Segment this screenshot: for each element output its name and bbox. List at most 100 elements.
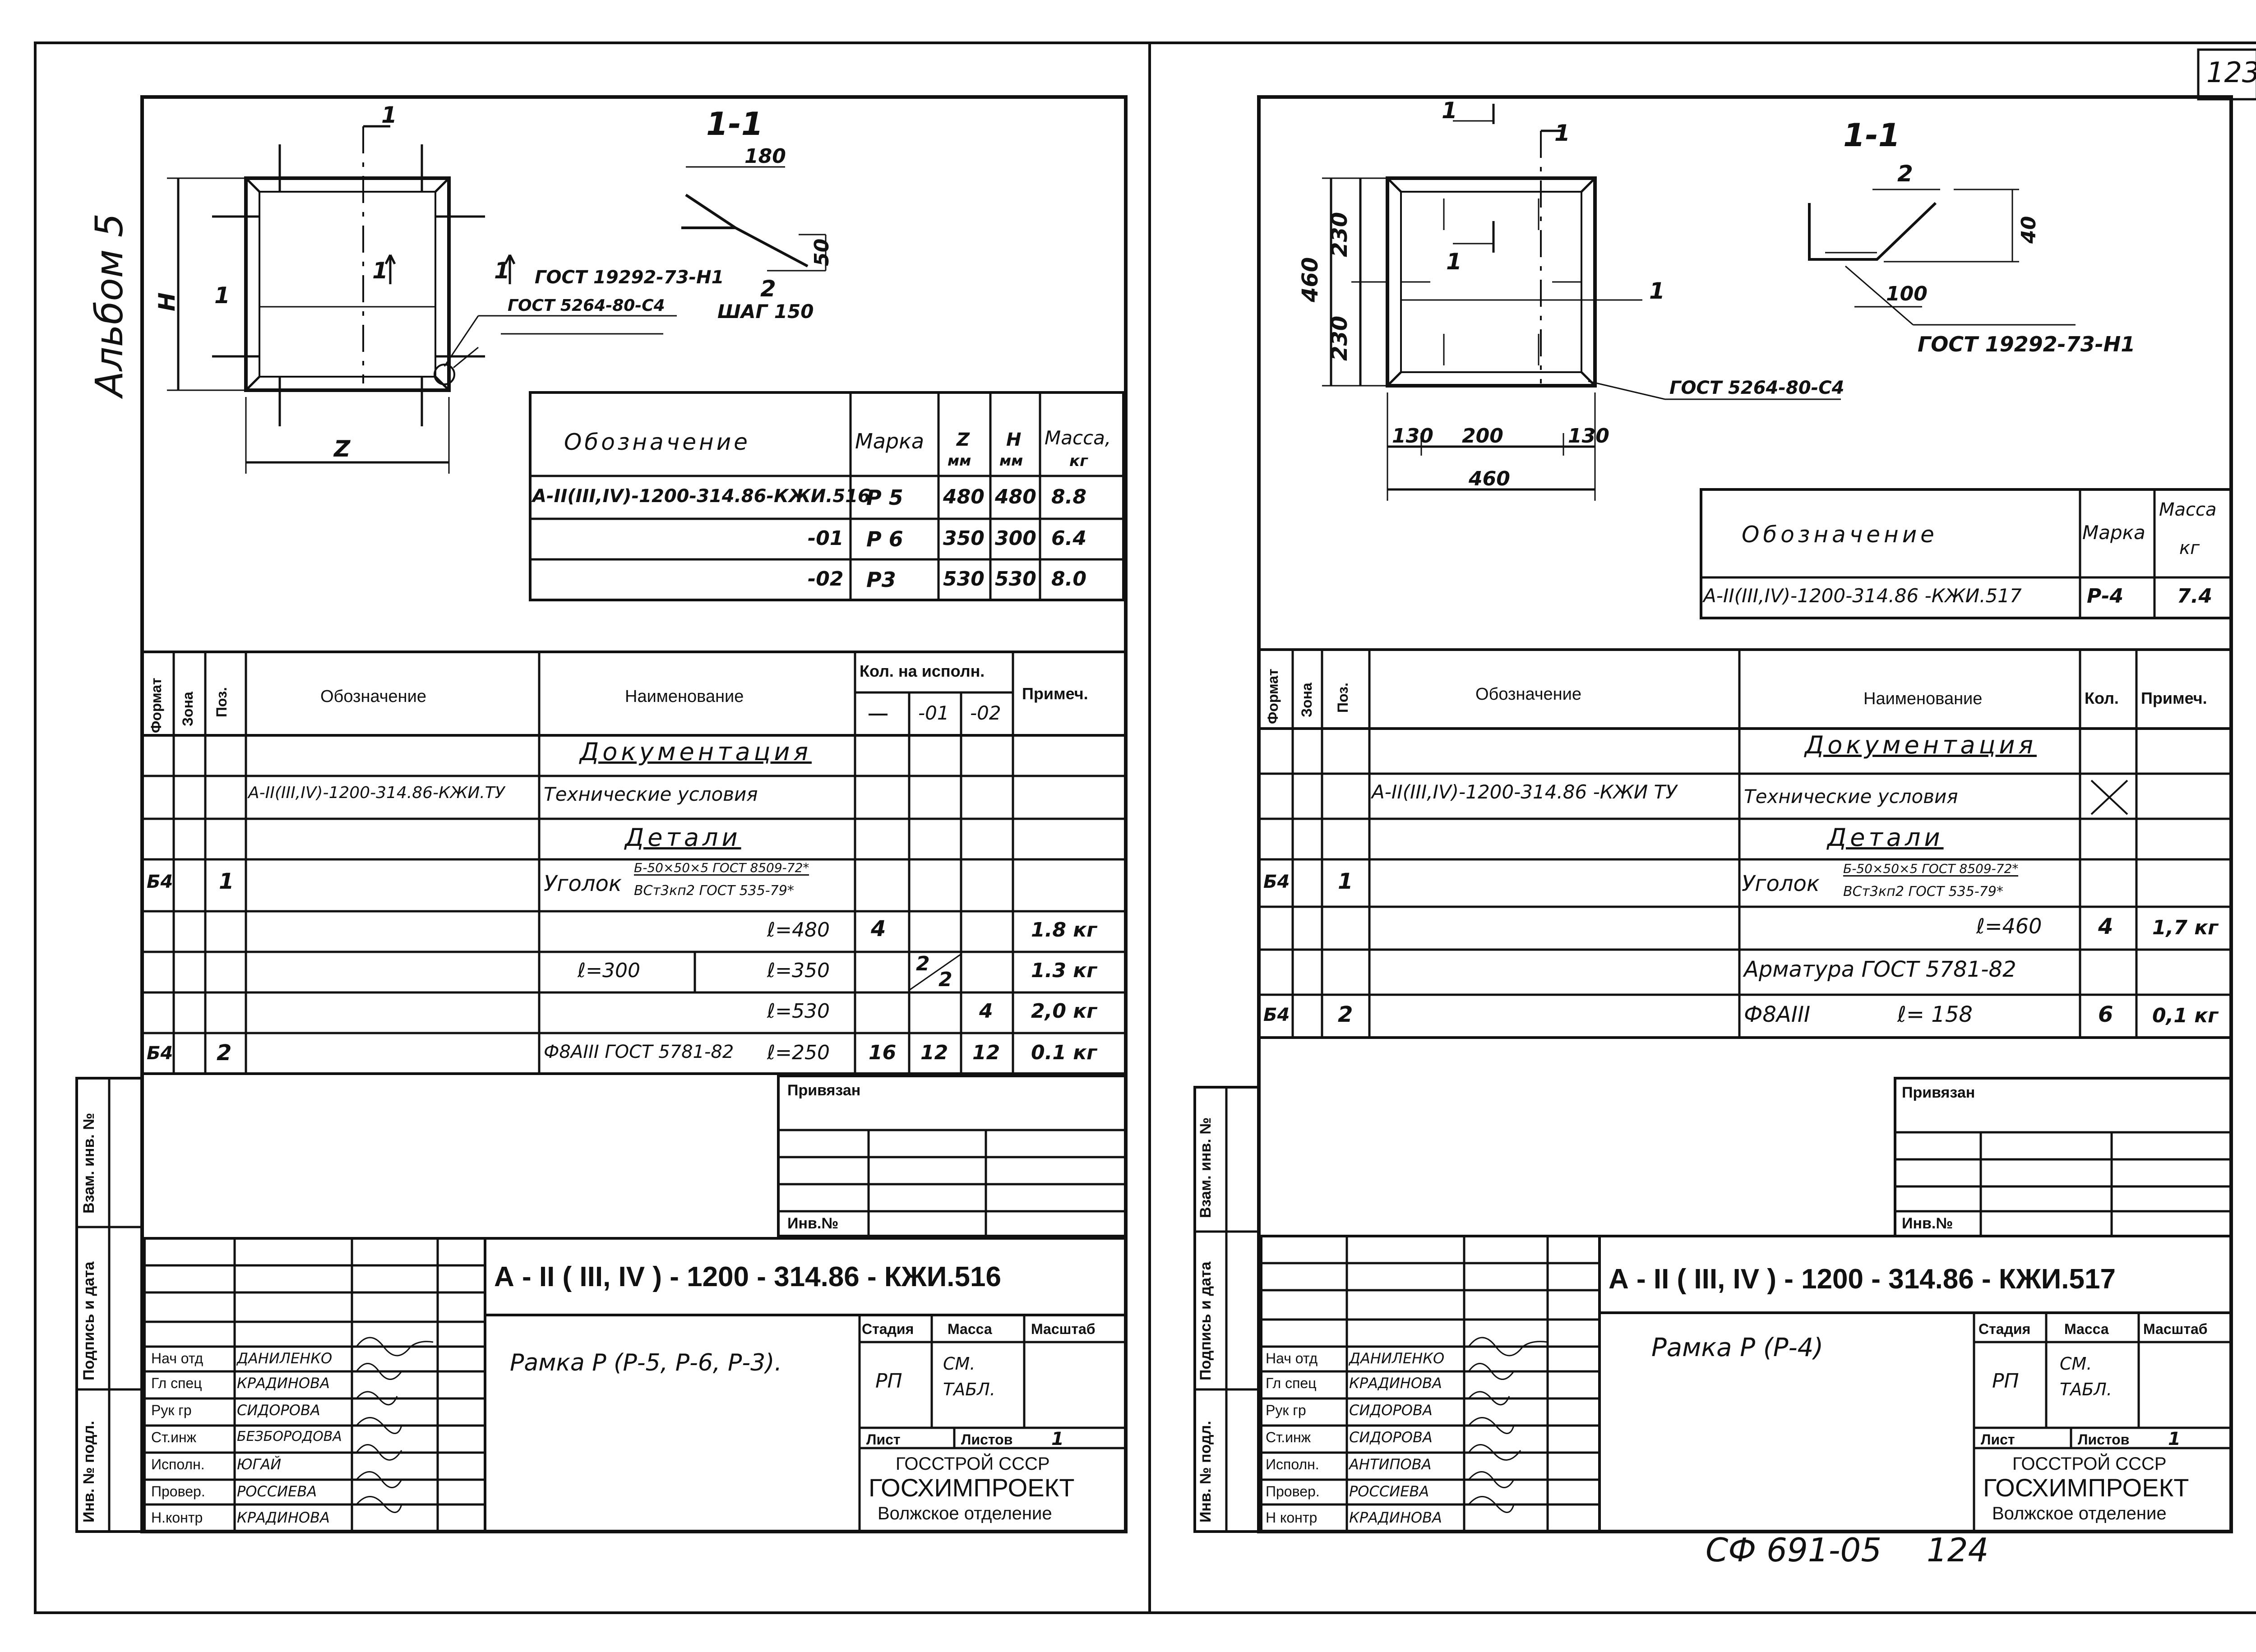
s1-mt-r2-massa: 8.0 bbox=[1051, 568, 1086, 591]
s1-mt-r1-h: 300 bbox=[995, 527, 1036, 550]
s1-dim-z: Z bbox=[334, 436, 351, 462]
footer-code: СФ 691-05 bbox=[1706, 1531, 1882, 1569]
s1-gost-weld: ГОСТ 5264-80-С4 bbox=[508, 296, 665, 315]
s1-mt-r2-z: 530 bbox=[943, 568, 985, 591]
s2-sp-doc: Документация bbox=[1805, 731, 2037, 759]
s2-side-vzam: Взам. инв. № bbox=[1197, 1117, 1214, 1218]
s1-dim-h: H bbox=[154, 292, 180, 311]
s2-sp-ugolok: Уголок bbox=[1742, 871, 1820, 896]
s1-side-vzam: Взам. инв. № bbox=[80, 1112, 97, 1214]
s2-stamp-title: Рамка Р (Р-4) bbox=[1651, 1333, 1824, 1362]
s2-name-5: РОССИЕВА bbox=[1349, 1483, 1429, 1500]
s2-gost-angle: ГОСТ 19292-73-Н1 bbox=[1918, 332, 2136, 356]
s1-sp-l300: ℓ=300 bbox=[578, 959, 641, 982]
s2-sp-fmt2: Б4 bbox=[1263, 1005, 1290, 1025]
s2-label-1a: 1 bbox=[1442, 97, 1457, 124]
s1-mt-h-kg: кг bbox=[1069, 452, 1088, 470]
s1-sp-h-naim: Наименование bbox=[625, 687, 744, 706]
s2-section-label: 1-1 bbox=[1843, 117, 1900, 154]
s1-mt-h-h: H bbox=[1006, 429, 1022, 450]
s2-name-6: КРАДИНОВА bbox=[1349, 1509, 1442, 1526]
s1-mt-r0-h: 480 bbox=[995, 485, 1036, 508]
s1-sp-m350: 1.3 кг bbox=[1031, 959, 1097, 982]
s2-mt-h-kg: кг bbox=[2179, 538, 2200, 558]
s2-sp-l460: ℓ=460 bbox=[1976, 914, 2042, 938]
s2-role-5: Провер. bbox=[1266, 1483, 1320, 1500]
s1-sp-l350: ℓ=350 bbox=[767, 959, 830, 982]
s2-sp-h-kol: Кол. bbox=[2085, 689, 2119, 707]
s1-mt-h-z: Z bbox=[957, 429, 970, 450]
s1-sp-l250: ℓ=250 bbox=[767, 1041, 830, 1064]
s2-side-inv: Инв. № подл. bbox=[1197, 1421, 1214, 1523]
s1-name-5: РОССИЕВА bbox=[237, 1483, 317, 1500]
s1-sp-ug-top: Б-50×50×5 ГОСТ 8509-72* bbox=[634, 860, 809, 876]
s1-role-6: Н.контр bbox=[151, 1509, 203, 1526]
s2-dim-230b: 230 bbox=[1327, 315, 1352, 361]
s2-stamp-listov-val: 1 bbox=[2168, 1429, 2181, 1449]
s2-name-4: АНТИПОВА bbox=[1349, 1456, 1432, 1473]
s1-sp-m250: 0.1 кг bbox=[1031, 1041, 1097, 1064]
s1-stamp-listov: Листов bbox=[961, 1431, 1013, 1448]
s1-role-2: Рук гр bbox=[151, 1402, 192, 1418]
s2-stamp-org3: Волжское отделение bbox=[1992, 1504, 2167, 1523]
s1-mt-h-massa: Масса, bbox=[1045, 427, 1111, 449]
s2-name-0: ДАНИЛЕНКО bbox=[1349, 1350, 1445, 1367]
s2-role-4: Исполн. bbox=[1266, 1456, 1319, 1472]
s2-privyazan: Привязан bbox=[1902, 1084, 1975, 1101]
s1-mt-r0-marka: Р 5 bbox=[866, 485, 903, 510]
s1-sp-k350a: 2 bbox=[916, 952, 930, 975]
album-label: Альбом 5 bbox=[87, 213, 131, 397]
s2-dim-40: 40 bbox=[2017, 216, 2040, 244]
s1-mt-r2-oboz: -02 bbox=[808, 568, 844, 591]
s2-label-1c: 1 bbox=[1446, 249, 1462, 275]
s2-sp-h-poz: Поз. bbox=[1335, 683, 1351, 713]
s2-inv-no: Инв.№ bbox=[1902, 1215, 1953, 1232]
s1-label-2: 2 bbox=[760, 276, 776, 302]
s1-sp-k250c: 12 bbox=[972, 1041, 1000, 1064]
s1-section-label: 1-1 bbox=[706, 106, 763, 143]
s2-sp-h-oboz: Обозначение bbox=[1475, 685, 1582, 704]
s1-sp-k480: 4 bbox=[871, 916, 886, 941]
s1-mt-r2-h: 530 bbox=[995, 568, 1036, 591]
s1-sp-poz1: 1 bbox=[219, 869, 234, 894]
s1-dim-180: 180 bbox=[744, 145, 786, 168]
s1-name-2: СИДОРОВА bbox=[237, 1402, 320, 1419]
s1-sp-m480: 1.8 кг bbox=[1031, 918, 1097, 941]
s1-sp-h-kol: Кол. на исполн. bbox=[860, 662, 985, 680]
s2-dim-200: 200 bbox=[1462, 425, 1503, 448]
s2-sp-arm: Арматура ГОСТ 5781-82 bbox=[1744, 957, 2016, 982]
s1-name-0: ДАНИЛЕНКО bbox=[237, 1350, 333, 1367]
s1-sp-doc: Документация bbox=[580, 738, 812, 766]
s1-role-1: Гл спец bbox=[151, 1375, 202, 1391]
s1-label-1d: 1 bbox=[494, 258, 510, 284]
s1-sp-l530: ℓ=530 bbox=[767, 1000, 830, 1023]
s2-side-podp: Подпись и дата bbox=[1197, 1261, 1214, 1380]
s1-mt-r1-massa: 6.4 bbox=[1051, 527, 1086, 550]
s1-sp-doc-name: Технические условия bbox=[544, 783, 758, 805]
s1-sp-poz2: 2 bbox=[217, 1040, 232, 1066]
s2-gost-weld: ГОСТ 5264-80-С4 bbox=[1669, 378, 1845, 398]
s1-sp-h-c3: -02 bbox=[970, 702, 1001, 724]
s1-mt-r1-marka: Р 6 bbox=[866, 527, 903, 551]
s1-stamp-org1: ГОССТРОЙ СССР bbox=[896, 1454, 1050, 1474]
s1-sp-h-poz: Поз. bbox=[213, 687, 230, 717]
s1-name-4: ЮГАЙ bbox=[237, 1456, 282, 1473]
s1-privyazan: Привязан bbox=[787, 1082, 861, 1099]
s2-sp-k460: 4 bbox=[2098, 914, 2113, 939]
s1-role-0: Нач отд bbox=[151, 1350, 203, 1366]
s2-stamp-org2: ГОСХИМПРОЕКТ bbox=[1983, 1473, 2189, 1502]
s2-dim-100: 100 bbox=[1886, 282, 1928, 305]
s1-sp-fmt2: Б4 bbox=[147, 1043, 173, 1064]
s1-mt-r1-oboz: -01 bbox=[808, 527, 844, 550]
s2-stamp-stadia: Стадия bbox=[1979, 1321, 2031, 1337]
s1-sp-h-prim: Примеч. bbox=[1022, 684, 1088, 703]
s2-dim-130b: 130 bbox=[1568, 425, 1609, 448]
s2-name-1: КРАДИНОВА bbox=[1349, 1375, 1442, 1392]
s2-role-3: Ст.инж bbox=[1266, 1429, 1311, 1445]
page-number: 123 bbox=[2206, 56, 2256, 89]
s2-sp-f8: Ф8АIII bbox=[1744, 1002, 1811, 1027]
s2-sp-h-naim: Наименование bbox=[1863, 689, 1983, 708]
s1-stamp-stadia: Стадия bbox=[862, 1321, 914, 1337]
s2-stamp-masshtab: Масштаб bbox=[2143, 1321, 2208, 1337]
